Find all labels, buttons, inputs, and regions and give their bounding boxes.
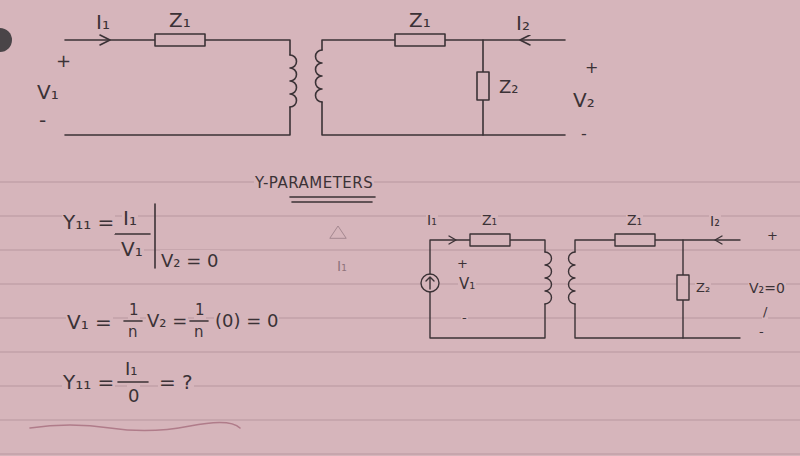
impedance-symbol: [470, 234, 510, 246]
polarity-mark: +: [766, 228, 779, 244]
current-arrow: [520, 35, 530, 45]
wire: [322, 102, 565, 135]
current-label: I₂: [709, 213, 721, 230]
polarity-mark: +: [584, 58, 599, 77]
equation-strokes: [30, 204, 240, 431]
equation-text: I₁: [124, 358, 139, 380]
impedance-symbol: [615, 234, 655, 246]
current-label: I₁: [426, 212, 438, 229]
equation-text: V₁: [120, 237, 144, 261]
primary-coil: [545, 252, 552, 304]
impedance-label: Z₂: [695, 280, 711, 296]
current-arrow: [100, 35, 110, 45]
impedance-label: Z₁: [408, 8, 432, 32]
equation-text: Y₁₁ =: [62, 210, 115, 234]
primary-coil: [290, 55, 297, 107]
equation-text: 1: [128, 301, 140, 319]
polarity-mark: -: [580, 124, 588, 143]
current-label: I₁: [95, 10, 111, 34]
impedance-label: Z₁: [481, 212, 498, 229]
voltage-label: V₁: [458, 275, 476, 293]
page-heading: Y-PARAMETERS: [254, 174, 374, 192]
wire: [575, 240, 740, 252]
secondary-coil: [316, 50, 323, 102]
equation-text: V₂ = 0: [160, 250, 220, 272]
equation-text: I₁: [122, 206, 138, 230]
current-source: [421, 274, 439, 292]
equation-text: = ?: [158, 370, 194, 394]
wire: [65, 107, 290, 135]
faint-note: I₁: [336, 258, 348, 275]
equation-text: V₁ =: [66, 310, 113, 334]
impedance-label: Z₂: [498, 76, 520, 98]
polarity-mark: -: [758, 324, 765, 340]
impedance-label: Z₁: [626, 212, 643, 229]
punch-hole: [0, 28, 12, 52]
impedance-symbol: [155, 34, 205, 46]
impedance-symbol: [677, 275, 689, 300]
top-circuit: [65, 34, 565, 135]
ruled-lines: [0, 182, 800, 454]
impedance-symbol: [477, 72, 489, 100]
current-label: I₂: [515, 11, 531, 35]
polarity-mark: +: [55, 50, 72, 72]
wire: [575, 304, 740, 338]
polarity-mark: -: [461, 310, 468, 326]
voltage-label: V₁: [36, 80, 60, 104]
current-arrow: [715, 236, 722, 244]
wire: [430, 292, 545, 338]
secondary-coil: [569, 252, 576, 304]
equation-text: n: [127, 323, 139, 341]
polarity-mark: -: [38, 108, 47, 132]
voltage-label: V₂=0: [748, 280, 786, 297]
source-arrow: [426, 277, 434, 289]
heading-underline: [290, 197, 375, 238]
equation-text: Y₁₁ =: [62, 370, 115, 394]
current-arrow: [449, 236, 456, 244]
equation-text: (0) = 0: [214, 310, 279, 332]
impedance-symbol: [395, 34, 445, 46]
polarity-mark: +: [456, 256, 469, 272]
lower-circuit: [421, 234, 740, 338]
equation-text: 0: [127, 385, 140, 407]
equation-text: 1: [194, 301, 206, 319]
polarity-mark: /: [762, 304, 768, 320]
equation-text: V₂ =: [146, 310, 188, 332]
equation-text: n: [193, 323, 205, 341]
voltage-label: V₂: [572, 88, 596, 112]
impedance-label: Z₁: [168, 8, 192, 32]
